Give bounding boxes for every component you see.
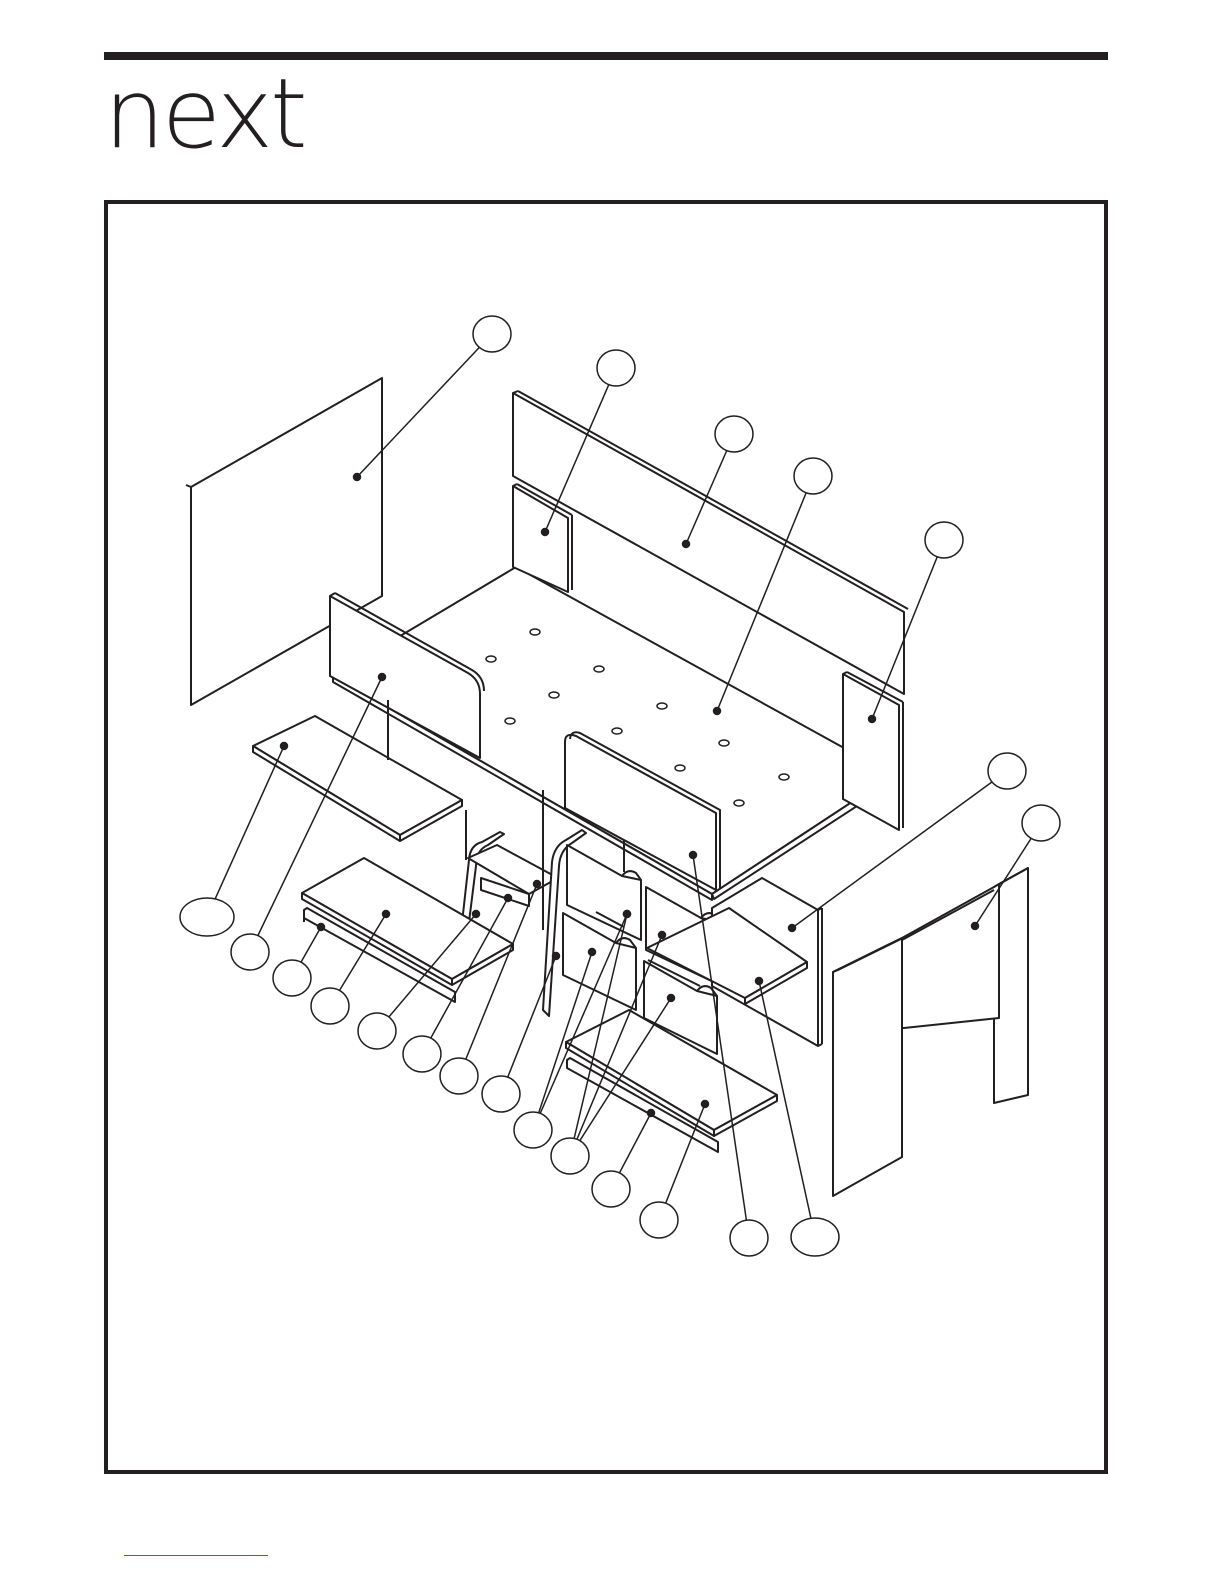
part-number-circle (791, 1218, 839, 1256)
callout-dot (318, 924, 325, 931)
callout-dot (659, 932, 666, 939)
part-number-circle (403, 1036, 441, 1072)
callout-dot (972, 923, 979, 930)
drawer-tray (468, 845, 558, 906)
callout-dot (624, 911, 631, 918)
part-number-circle (440, 1058, 478, 1094)
callout-dot (473, 911, 480, 918)
part-number-circle (794, 458, 832, 494)
right-end-frame (833, 868, 1028, 1196)
callout-dot (383, 911, 390, 918)
callout-dot (648, 1110, 655, 1117)
part-number-circle (988, 753, 1026, 789)
callout-dot (505, 895, 512, 902)
callout-leader (501, 956, 556, 1094)
part-number-circle (1022, 805, 1060, 841)
part-number-circle (273, 960, 311, 996)
part-number-circle (482, 1076, 520, 1112)
part-number-circle (925, 522, 963, 558)
callout-dot (702, 1101, 709, 1108)
callout-dot (281, 743, 288, 750)
part-number-circle (180, 898, 234, 936)
callout-dot (756, 978, 763, 985)
part-number-circle (730, 1220, 768, 1256)
callout-dot (534, 881, 541, 888)
part-number-circle (358, 1013, 396, 1049)
part-number-circle (551, 1138, 589, 1174)
callout-dot (869, 716, 876, 723)
footer-link[interactable] (124, 1555, 268, 1556)
part-number-circle (311, 988, 349, 1024)
callout-dot (690, 852, 697, 859)
callout-dot (683, 541, 690, 548)
part-number-circle (231, 934, 269, 970)
part-number-circle (640, 1202, 678, 1238)
part-number-circle (473, 316, 511, 352)
callout-leader (207, 746, 284, 917)
callout-dot (668, 995, 675, 1002)
callout-dot (789, 925, 796, 932)
callout-dot (379, 674, 386, 681)
part-number-circle (592, 1171, 630, 1207)
part-number-circle (597, 350, 635, 386)
callout-dot (714, 708, 721, 715)
callout-dot (542, 529, 549, 536)
part-number-circle (514, 1112, 552, 1148)
callout-dot (354, 474, 361, 481)
part-number-circle (715, 416, 753, 452)
callout-dot (589, 949, 596, 956)
callout-dot (553, 953, 560, 960)
